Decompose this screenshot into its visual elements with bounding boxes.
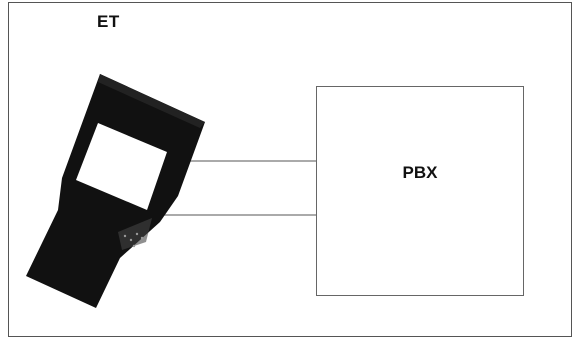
device-label: ET xyxy=(97,12,120,32)
handheld-terminal-icon xyxy=(26,74,205,308)
pbx-label: PBX xyxy=(317,163,523,183)
pbx-box: PBX xyxy=(316,86,524,296)
